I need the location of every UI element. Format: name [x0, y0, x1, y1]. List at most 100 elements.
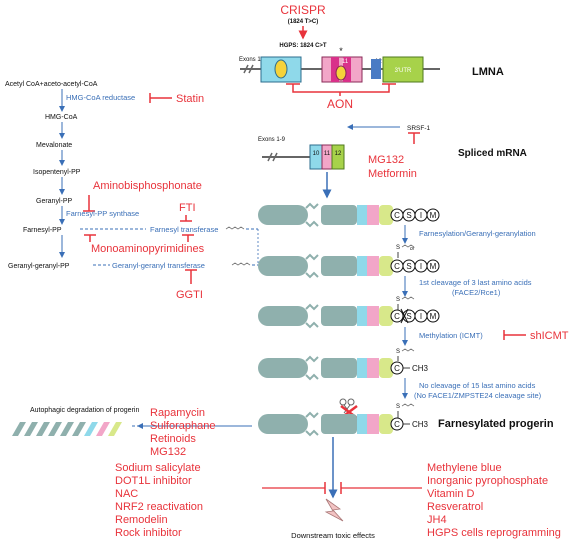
spliced-exons-label: Exons 1-9 [258, 137, 286, 143]
svg-text:S: S [406, 312, 411, 321]
srsf1-label: SRSF-1 [407, 125, 431, 132]
csim-1: C S I M [390, 208, 440, 222]
farnesyl-squiggle [225, 226, 245, 230]
protein-2 [258, 253, 393, 279]
utr-block: 3'UTR [382, 56, 424, 83]
monoaminopyrimidines-label: Monoaminopyrimidines [91, 243, 205, 255]
gg-squiggle [231, 262, 251, 266]
mutation-star: * [339, 46, 343, 56]
right-drug-1: Methylene blue [427, 462, 502, 474]
sulforaphane-label: Sulforaphane [150, 420, 215, 432]
exon-block-blue [260, 56, 302, 83]
svg-text:C: C [394, 262, 400, 271]
statin-label: Statin [176, 93, 204, 105]
exons-label: Exons 1-9 [239, 57, 267, 63]
hgps-mutation: HGPS: 1824 C>T [279, 43, 327, 49]
svg-text:C: C [394, 364, 400, 373]
crispr-label: CRISPR [280, 3, 326, 17]
left-drug-3: NAC [115, 488, 138, 500]
s-label-2: S [396, 245, 400, 251]
gg-transferase: Geranyl-geranyl transferase [112, 261, 205, 270]
spliced-11: 11 [324, 151, 331, 157]
s-label-3: S [396, 297, 400, 303]
or-label: or [410, 246, 415, 252]
farnesylation-label: Farnesylation/Geranyl-geranylation [419, 229, 536, 238]
fti-label: FTI [179, 202, 196, 214]
protein-1 [258, 202, 393, 228]
rapamycin-label: Rapamycin [150, 407, 205, 419]
left-drug-1: Sodium salicylate [115, 462, 201, 474]
farnesyl-pp-synthase: Farnesyl-PP synthase [66, 209, 139, 218]
right-drug-4: Resveratrol [427, 501, 483, 513]
left-drug-4: NRF2 reactivation [115, 501, 203, 513]
svg-text:I: I [420, 312, 422, 321]
exon-11-label: 11 [342, 59, 349, 65]
squiggle-3 [401, 296, 415, 300]
svg-text:I: I [420, 262, 422, 271]
farnesyl-pp: Farnesyl-PP [23, 227, 62, 234]
aon-inhibition-lines [292, 84, 390, 96]
exon-block-pink: 11 [321, 56, 363, 83]
left-drug-6: Rock inhibitor [115, 527, 182, 539]
svg-text:M: M [430, 211, 437, 220]
mg132-degradation-label: MG132 [150, 446, 186, 458]
svg-text:C: C [394, 211, 400, 220]
no-cleavage-line1: No cleavage of 15 last amino acids [419, 381, 536, 390]
right-drug-6: HGPS cells reprogramming [427, 527, 561, 539]
mg132-label: MG132 [368, 154, 404, 166]
spliced-break [267, 152, 278, 162]
csim-2: C S I M [390, 259, 440, 273]
downstream-label: Downstream toxic effects [291, 531, 375, 540]
protein-3 [258, 303, 393, 329]
geranyl-geranyl-pp: Geranyl-geranyl-PP [8, 263, 70, 270]
metformin-label: Metformin [368, 168, 417, 180]
degraded-progerin-fragments [12, 422, 122, 436]
ch3-label-b: CH3 [412, 420, 429, 429]
right-drug-5: JH4 [427, 514, 447, 526]
geranyl-pp: Geranyl-PP [36, 198, 73, 205]
spliced-exon-blocks [309, 144, 345, 170]
s-label-5: S [396, 404, 400, 410]
squiggle-5 [401, 403, 415, 407]
spliced-12: 12 [335, 151, 342, 157]
aon-label: AON [327, 97, 353, 111]
lightning-icon [324, 498, 344, 522]
aminobisphosphonate-label: Aminobisphosphonate [93, 180, 202, 192]
hmg-coa: HMG-CoA [45, 114, 78, 121]
spliced-mrna-label: Spliced mRNA [458, 148, 527, 159]
csim-3: C S I M [390, 308, 440, 324]
farnesyl-transferase: Farnesyl transferase [150, 225, 218, 234]
svg-text:C: C [394, 420, 400, 429]
cleavage-line1: 1st cleavage of 3 last amino acids [419, 278, 532, 287]
mevalonate: Mevalonate [36, 142, 72, 149]
svg-text:3'UTR: 3'UTR [395, 68, 412, 74]
left-drug-2: DOT1L inhibitor [115, 475, 192, 487]
farnesylated-progerin-label: Farnesylated progerin [438, 418, 554, 430]
methylation-label: Methylation (ICMT) [419, 331, 483, 340]
protein-5-progerin: C [258, 411, 410, 437]
svg-text:M: M [430, 262, 437, 271]
squiggle-4 [401, 348, 415, 352]
protein-4: C [258, 355, 410, 381]
cleavage-line2: (FACE2/Rce1) [452, 288, 501, 297]
crispr-mutation: (1824 T>C) [288, 19, 319, 25]
svg-text:M: M [430, 312, 437, 321]
retinoids-label: Retinoids [150, 433, 196, 445]
shicmt-label: shICMT [530, 330, 569, 342]
svg-text:S: S [406, 262, 411, 271]
isopentenyl-pp: Isopentenyl-PP [33, 169, 81, 176]
svg-text:I: I [420, 211, 422, 220]
lmna-label: LMNA [472, 66, 504, 78]
spliced-10: 10 [313, 151, 320, 157]
svg-text:S: S [406, 211, 411, 220]
acetyl-coa: Acetyl CoA+aceto-acetyl-CoA [5, 81, 98, 88]
ggti-label: GGTI [176, 289, 203, 301]
ch3-label-a: CH3 [412, 364, 429, 373]
hmgcoa-reductase: HMG-CoA reductase [66, 93, 135, 102]
s-label-4: S [396, 349, 400, 355]
autophagic-label: Autophagic degradation of progerin [30, 407, 139, 414]
right-drug-2: Inorganic pyrophosphate [427, 475, 548, 487]
exon-12-block [371, 59, 381, 79]
